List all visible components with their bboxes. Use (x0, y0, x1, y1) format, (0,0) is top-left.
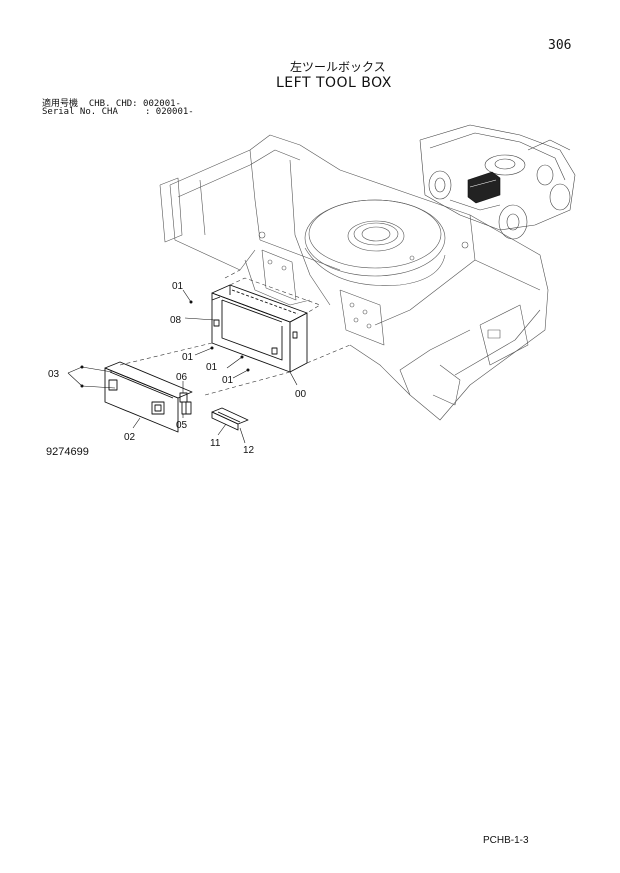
latch-parts (179, 392, 192, 415)
title-japanese: 左ツールボックス (290, 60, 386, 74)
catalog-section-code: PCHB-1-3 (483, 835, 529, 846)
callout-01-mid: 01 (182, 352, 194, 363)
machine-location-inset (419, 124, 576, 240)
title-english: LEFT TOOL BOX (276, 75, 392, 91)
page-number: 306 (548, 38, 572, 53)
callout-02: 02 (124, 432, 136, 443)
callout-00: 00 (295, 389, 307, 400)
callout-03: 03 (48, 369, 60, 380)
callout-06: 06 (176, 372, 188, 383)
callout-01-top: 01 (172, 281, 184, 292)
callout-01-right: 01 (206, 362, 218, 373)
tool-box-lid (104, 361, 193, 433)
callout-11: 11 (210, 438, 221, 449)
callout-12: 12 (243, 445, 255, 456)
callout-05: 05 (176, 420, 188, 431)
callout-08: 08 (170, 315, 182, 326)
serial-applicability-line-1: 適用号機 CHB. CHD: 002001- (42, 99, 181, 109)
rubber-rail (211, 407, 249, 431)
upper-frame-illustration (159, 134, 549, 421)
serial-applicability-line-2: Serial No. CHA : 020001- (42, 107, 194, 117)
tool-box-body (211, 284, 308, 373)
callout-01-low: 01 (222, 375, 234, 386)
drawing-number: 9274699 (46, 446, 89, 458)
